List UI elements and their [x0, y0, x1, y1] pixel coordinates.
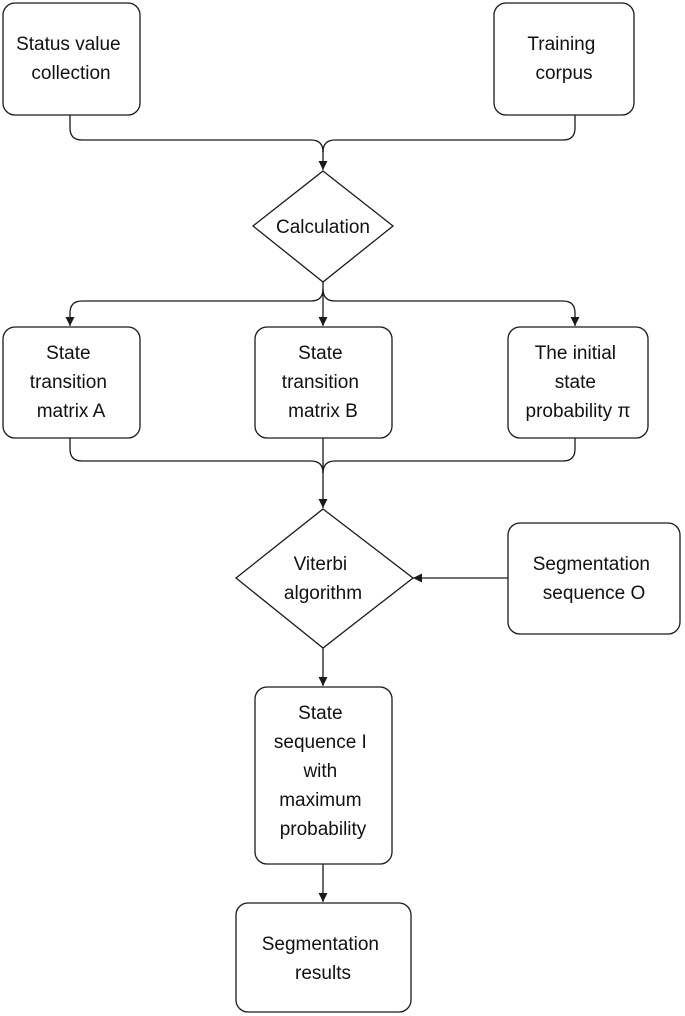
- connector-training-to-merge: [322, 115, 576, 153]
- segmentation-sequence-label-line-1: Segmentation: [533, 554, 650, 575]
- connector-matrix-a-to-merge: [69, 438, 324, 474]
- connector-split-to-initial-prob: [335, 300, 580, 326]
- status-value-collection-box: Status value collection: [2, 2, 141, 116]
- viterbi-algorithm-diamond: Viterbi algorithm: [234, 508, 415, 649]
- svg-text:Viterbi algorithm: Viterbi algorithm: [284, 554, 362, 604]
- state-sequence-label-line-1: State: [298, 703, 342, 724]
- initial-prob-label-line-2: state: [555, 372, 596, 393]
- state-sequence-label-line-3: with: [302, 761, 337, 782]
- matrix-a-label-line-2: transition: [30, 372, 107, 393]
- state-transition-matrix-a-box: State transition matrix A: [2, 326, 141, 439]
- matrix-b-label-line-1: State: [298, 343, 342, 364]
- svg-text:The initial state: The initial state probability π: [526, 343, 631, 422]
- matrix-a-label-line-1: State: [46, 343, 90, 364]
- segmentation-sequence-label-line-2: sequence O: [543, 583, 645, 604]
- status-value-collection-label-line-1: Status value: [16, 34, 121, 55]
- svg-text:Segmentation sequence O: Segmentation sequence O: [533, 554, 656, 604]
- segmentation-results-label-line-1: Segmentation: [262, 934, 379, 955]
- initial-prob-label-line-3: probability π: [526, 401, 631, 422]
- svg-text:Status value collection: Status value collection: [16, 34, 126, 84]
- connectors: [65, 115, 580, 902]
- viterbi-label-line-1: Viterbi: [294, 554, 348, 575]
- initial-state-probability-box: The initial state probability π: [507, 326, 649, 439]
- initial-prob-label-line-1: The initial: [535, 343, 616, 364]
- state-sequence-label-line-2: sequence I: [274, 732, 367, 753]
- segmentation-sequence-o-box: Segmentation sequence O: [507, 522, 681, 635]
- matrix-b-label-line-3: matrix B: [288, 401, 358, 422]
- svg-text:Segmentation results: Segmentation results: [262, 934, 385, 984]
- status-value-collection-label-line-2: collection: [31, 63, 110, 84]
- state-sequence-label-line-4: maximum: [279, 790, 361, 811]
- svg-text:Training corpus: Training corpus: [527, 34, 600, 84]
- connector-initial-prob-to-merge: [322, 438, 576, 474]
- calculation-diamond: Calculation: [251, 170, 395, 283]
- svg-text:State transition m: State transition matrix B: [282, 343, 364, 422]
- connector-split-to-matrix-a: [65, 300, 311, 326]
- state-transition-matrix-b-box: State transition matrix B: [254, 326, 393, 439]
- svg-text:State sequence I w: State sequence I with maximum probabilit…: [274, 703, 372, 840]
- connector-status-to-merge: [69, 115, 324, 153]
- svg-text:State transition m: State transition matrix A: [30, 343, 112, 422]
- training-corpus-label-line-1: Training: [527, 34, 595, 55]
- connector-split-join: [310, 288, 336, 302]
- segmentation-results-box: Segmentation results: [235, 902, 412, 1013]
- training-corpus-box: Training corpus: [493, 2, 635, 116]
- svg-text:Calculation: Calculation: [276, 217, 370, 238]
- training-corpus-label-line-2: corpus: [535, 63, 592, 84]
- viterbi-label-line-2: algorithm: [284, 583, 362, 604]
- matrix-b-label-line-2: transition: [282, 372, 359, 393]
- state-sequence-label-line-5: probability: [280, 819, 367, 840]
- calculation-label: Calculation: [276, 217, 370, 238]
- segmentation-results-label-line-2: results: [295, 963, 351, 984]
- matrix-a-label-line-3: matrix A: [37, 401, 106, 422]
- state-sequence-box: State sequence I with maximum probabilit…: [254, 686, 393, 865]
